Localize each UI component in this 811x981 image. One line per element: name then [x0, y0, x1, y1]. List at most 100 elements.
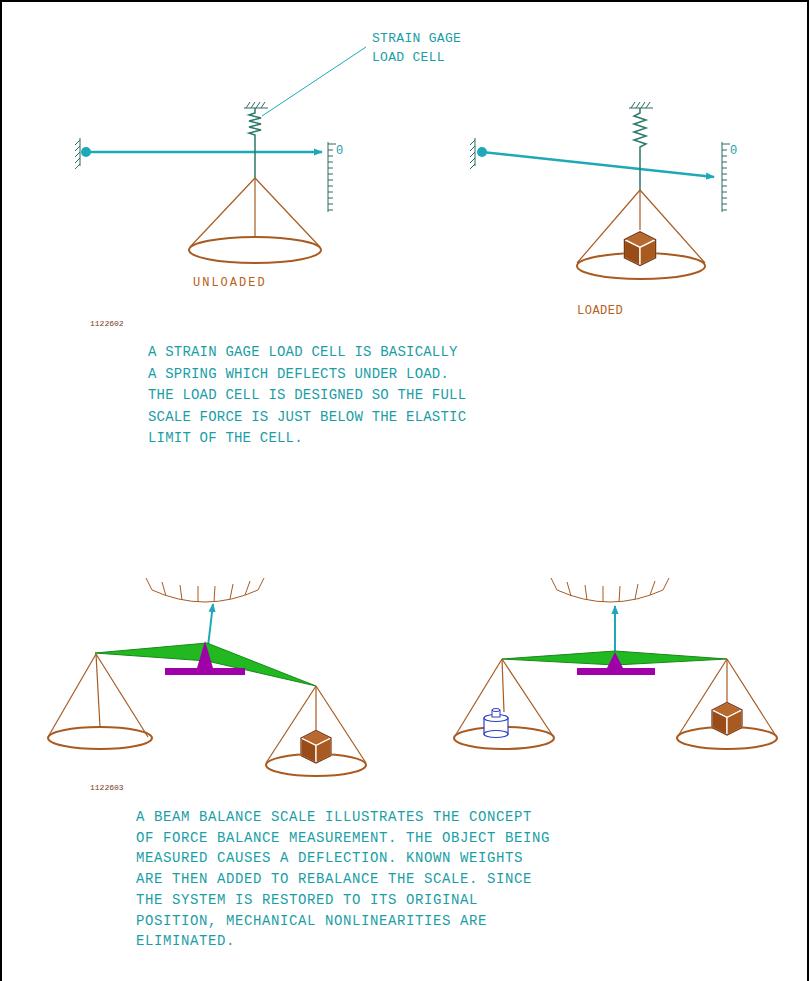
dial-scale	[722, 144, 730, 145]
dial-scale	[328, 180, 333, 181]
load-cube	[624, 232, 655, 266]
scale-pan	[189, 237, 321, 263]
ceiling-hatch	[646, 102, 650, 108]
wall-hatch	[75, 138, 80, 169]
ceiling-hatch	[629, 102, 653, 108]
dial-scale	[245, 581, 250, 595]
scale-zero: 0	[730, 144, 737, 158]
dial-scale	[198, 586, 199, 602]
wall-hatch	[75, 146, 80, 151]
dial-scale	[585, 585, 587, 600]
dial-scale	[328, 144, 336, 145]
load-cell-loaded	[470, 102, 730, 279]
dial-scale	[635, 584, 638, 599]
dial-scale	[722, 198, 727, 199]
figure-number: 1122602	[90, 319, 124, 329]
spring-symbol	[249, 108, 261, 178]
pan-hanger	[315, 686, 316, 732]
wall-hatch	[75, 158, 80, 163]
dial-scale	[722, 150, 727, 151]
wall-hatch	[470, 140, 475, 145]
dial-scale	[328, 186, 333, 187]
pan-hanger	[96, 654, 148, 737]
state-label: UNLOADED	[193, 276, 267, 290]
dial-scale	[328, 156, 333, 157]
dial-scale	[722, 142, 723, 212]
wall-hatch	[470, 146, 475, 151]
dial-scale	[146, 578, 264, 602]
known-weight	[484, 731, 508, 738]
dial-scale	[722, 174, 727, 175]
dial-scale	[328, 210, 333, 211]
dial-scale	[328, 162, 333, 163]
dial-scale	[258, 578, 264, 590]
ceiling-hatch	[636, 102, 640, 108]
ceiling-hatch	[641, 102, 645, 108]
beam-balance-rebalanced	[454, 578, 777, 749]
pan-hanger	[678, 659, 776, 736]
dial-scale	[328, 142, 329, 212]
known-weight	[492, 709, 500, 712]
dial-scale	[722, 156, 727, 157]
dial-scale	[603, 586, 604, 602]
dial-scale	[722, 186, 727, 187]
fulcrum	[607, 652, 623, 668]
pivot-dot	[81, 147, 91, 157]
wall-hatch	[470, 152, 475, 157]
ceiling-hatch	[244, 102, 268, 108]
dial-scale	[567, 582, 571, 596]
dial-scale	[722, 142, 730, 212]
pan-hanger	[726, 659, 727, 703]
dial-scale	[328, 150, 333, 151]
wall-hatch	[470, 164, 475, 169]
fulcrum-base	[165, 668, 245, 675]
dial-scale	[650, 581, 655, 595]
lever-arm	[482, 152, 714, 177]
dial-scale	[328, 204, 333, 205]
pan-hanger	[266, 686, 366, 763]
pointer-needle	[614, 606, 616, 652]
load-cube	[301, 731, 331, 764]
ceiling-hatch	[631, 102, 635, 108]
state-label: LOADED	[577, 304, 623, 318]
wall-hatch	[75, 164, 80, 169]
dial-scale	[146, 578, 152, 590]
dial-scale	[214, 586, 215, 602]
wall-hatch	[470, 158, 475, 163]
dial-scale	[328, 142, 336, 212]
dial-scale	[328, 198, 333, 199]
dial-scale	[557, 590, 663, 602]
ceiling-hatch	[246, 102, 250, 108]
dial-scale	[722, 192, 727, 193]
dial-scale	[722, 204, 727, 205]
load-cube	[712, 703, 742, 736]
wall-hatch	[75, 152, 80, 157]
ceiling-hatch	[261, 102, 265, 108]
pan-hanger	[455, 659, 553, 736]
leader-line	[262, 47, 366, 116]
load-cell-unloaded	[75, 47, 366, 263]
pan-hanger	[48, 654, 148, 737]
wall-hatch	[75, 140, 80, 145]
known-weight	[484, 709, 508, 738]
dial-scale	[328, 174, 333, 175]
dial-scale	[230, 584, 233, 599]
dial-scale	[722, 210, 727, 211]
dial-scale	[722, 168, 727, 169]
ceiling-hatch	[251, 102, 255, 108]
wall-hatch	[470, 138, 475, 169]
pan-hanger	[48, 654, 96, 737]
description-text: A STRAIN GAGE LOAD CELL IS BASICALLY A S…	[148, 342, 470, 450]
dial-scale	[328, 168, 333, 169]
beam-balance-deflected	[48, 578, 366, 776]
scale-zero: 0	[336, 144, 343, 158]
dial-scale	[152, 590, 258, 602]
dial-scale	[663, 578, 669, 590]
spring-symbol	[634, 108, 646, 190]
dial-scale	[722, 162, 727, 163]
figure-number: 1122603	[90, 783, 124, 793]
pan-hanger	[254, 178, 255, 237]
